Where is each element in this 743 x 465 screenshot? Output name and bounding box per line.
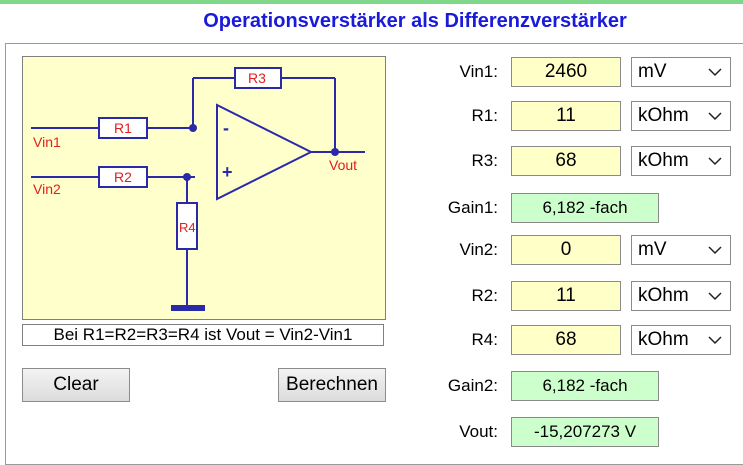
r3-unit-select[interactable]: kOhm [631,146,731,176]
r4-label: R4: [471,330,498,349]
chevron-down-icon [708,336,722,345]
r2-unit-value: kOhm [638,285,689,306]
chevron-down-icon [708,292,722,301]
r2-label: R2: [471,286,498,305]
label-plus: + [222,162,233,182]
label-r3: R3 [248,70,266,86]
label-vin2: Vin2 [33,181,61,197]
top-accent-bar [0,0,743,4]
chevron-down-icon [708,157,722,166]
vin2-label: Vin2: [459,240,498,259]
r4-input[interactable]: 68 [511,325,621,355]
chevron-down-icon [708,112,722,121]
gain1-label: Gain1: [447,198,498,217]
junction-inverting [189,124,197,132]
r3-label: R3: [471,151,498,170]
r4-unit-select[interactable]: kOhm [631,325,731,355]
label-r4: R4 [179,220,196,235]
chevron-down-icon [708,68,722,77]
label-vin1: Vin1 [33,134,61,150]
gain2-label: Gain2: [447,376,498,395]
resistor-r4 [176,202,198,250]
vin1-unit-value: mV [638,61,667,82]
chevron-down-icon [708,246,722,255]
vin1-unit-select[interactable]: mV [631,57,731,87]
resistor-r3 [234,67,282,89]
vout-label: Vout: [459,422,498,441]
vout-output: -15,207273 V [511,417,659,447]
resistor-r1 [98,117,148,139]
vin2-unit-select[interactable]: mV [631,235,731,265]
page-title: Operationsverstärker als Differenzverstä… [203,10,627,32]
gain1-output: 6,182 -fach [511,193,659,223]
vin1-input[interactable]: 2460 [511,57,621,87]
junction-output [331,148,339,156]
clear-button[interactable]: Clear [22,368,130,402]
r4-unit-value: kOhm [638,329,689,350]
opamp-diagram: R1 R2 R3 R4 Vin1 Vin2 Vout - + [31,67,365,311]
resistor-r2 [98,166,148,188]
opamp-triangle [216,103,314,201]
formula-caption: Bei R1=R2=R3=R4 ist Vout = Vin2-Vin1 [22,324,384,346]
r2-unit-select[interactable]: kOhm [631,281,731,311]
r1-label: R1: [471,106,498,125]
r3-input[interactable]: 68 [511,146,621,176]
label-r1: R1 [114,120,132,136]
vin2-input[interactable]: 0 [511,235,621,265]
circuit-schematic: R1 R2 R3 R4 Vin1 Vin2 Vout - + [22,56,386,320]
junction-noninverting [183,173,191,181]
gain2-output: 6,182 -fach [511,371,659,401]
r1-unit-select[interactable]: kOhm [631,101,731,131]
r1-input[interactable]: 11 [511,101,621,131]
r3-unit-value: kOhm [638,150,689,171]
calculate-button[interactable]: Berechnen [278,368,386,402]
label-vout: Vout [329,157,357,173]
ground-symbol [171,305,205,311]
label-minus: - [223,118,229,138]
r1-unit-value: kOhm [638,105,689,126]
r2-input[interactable]: 11 [511,281,621,311]
vin2-unit-value: mV [638,239,667,260]
vin1-label: Vin1: [459,62,498,81]
label-r2: R2 [114,169,132,185]
